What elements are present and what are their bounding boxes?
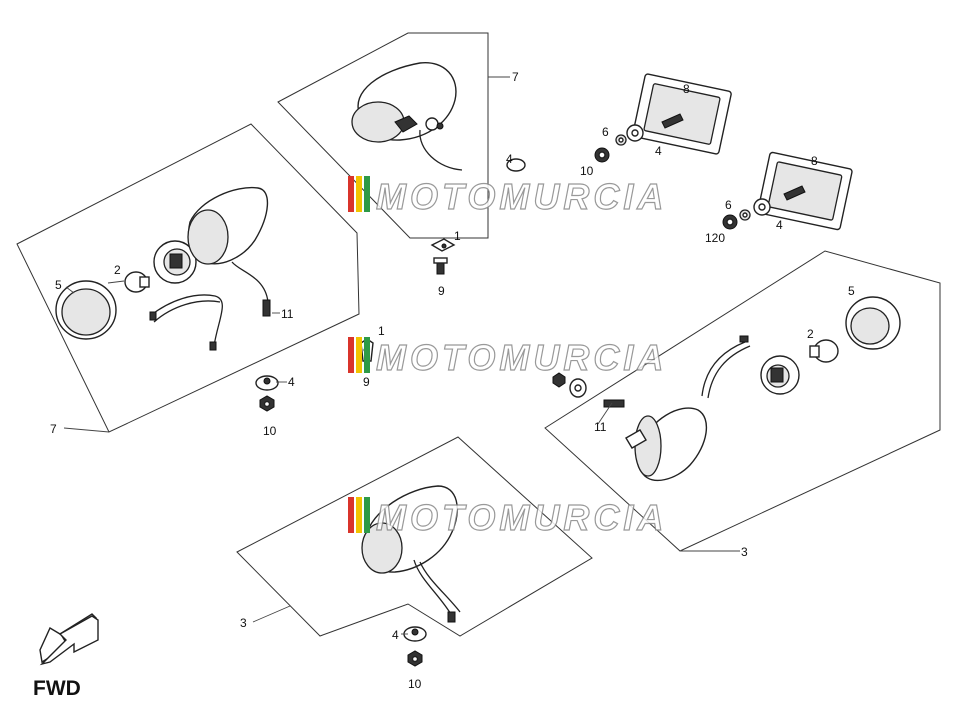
callout-5-right: 5 (848, 284, 855, 298)
front-left-indicator-lens-5 (55, 280, 117, 340)
callout-7-left: 7 (50, 422, 57, 436)
nut-washer-middle (552, 372, 587, 398)
callout-1-upper: 1 (454, 229, 461, 243)
callout-3-left: 3 (240, 616, 247, 630)
callout-4-upper-right: 4 (655, 144, 662, 158)
washer-nut-set-upper (506, 124, 644, 172)
callout-4-bottom: 4 (392, 628, 399, 642)
nut-washer-bottom (403, 626, 427, 667)
callout-8-upper: 8 (683, 82, 690, 96)
callout-8-lower: 8 (811, 154, 818, 168)
watermark-text-top: MOTOMURCIA (376, 176, 667, 217)
watermark-middle: MOTOMURCIA (348, 336, 667, 379)
license-plate-lamp-lower (757, 151, 853, 231)
washer-nut-set-lower (722, 198, 771, 230)
callout-4-upper-left: 4 (506, 152, 513, 166)
fwd-label: FWD (33, 677, 81, 700)
callout-7-top: 7 (512, 70, 519, 84)
front-left-indicator-housing (187, 186, 271, 317)
callout-6-upper: 6 (602, 125, 609, 139)
watermark-top: MOTOMURCIA (348, 175, 667, 218)
license-plate-lamp-upper (632, 73, 732, 155)
nut-washer-left (255, 375, 279, 412)
leader-lines (63, 76, 740, 635)
wiring-right (701, 335, 751, 399)
watermark-text-middle: MOTOMURCIA (376, 337, 667, 378)
callout-10-bottom: 10 (408, 677, 422, 691)
rear-left-indicator-housing (361, 485, 461, 623)
callout-2-left: 2 (114, 263, 121, 277)
mounting-bracket-upper (430, 238, 456, 275)
callout-2-right: 2 (807, 327, 814, 341)
front-left-assembly-outline (16, 123, 360, 433)
socket-right (760, 355, 800, 395)
watermark-bottom: MOTOMURCIA (348, 496, 667, 539)
rear-left-assembly-outline (236, 436, 593, 637)
callout-10-upper: 10 (580, 164, 594, 178)
callout-11-right: 11 (594, 420, 607, 434)
callout-5-left: 5 (55, 278, 62, 292)
callout-10-left: 10 (263, 424, 277, 438)
wiring-left (149, 294, 223, 351)
callout-4-left: 4 (288, 375, 295, 389)
callout-numbers: 7 8 6 4 4 10 1 9 8 6 120 4 5 2 11 4 10 7… (50, 70, 855, 691)
watermark-text-bottom: MOTOMURCIA (376, 497, 667, 538)
callout-11-left: 11 (281, 307, 294, 321)
rear-right-assembly-outline (544, 250, 941, 552)
callout-6-lower: 6 (725, 198, 732, 212)
rear-right-indicator-housing (603, 399, 708, 482)
callout-9-middle: 9 (363, 375, 370, 389)
bulb-2-left (124, 271, 150, 293)
bulb-2-right (809, 339, 839, 363)
callout-4-lower: 4 (776, 218, 783, 232)
callout-3-right: 3 (741, 545, 748, 559)
front-right-assembly-outline (277, 32, 489, 239)
socket-left (153, 240, 197, 284)
callout-1-middle: 1 (378, 324, 385, 338)
rear-right-lens-5 (845, 296, 901, 350)
callout-120: 120 (705, 231, 725, 245)
front-right-indicator-housing (351, 62, 463, 171)
callout-9-upper: 9 (438, 284, 445, 298)
fwd-arrow-icon (39, 613, 99, 666)
